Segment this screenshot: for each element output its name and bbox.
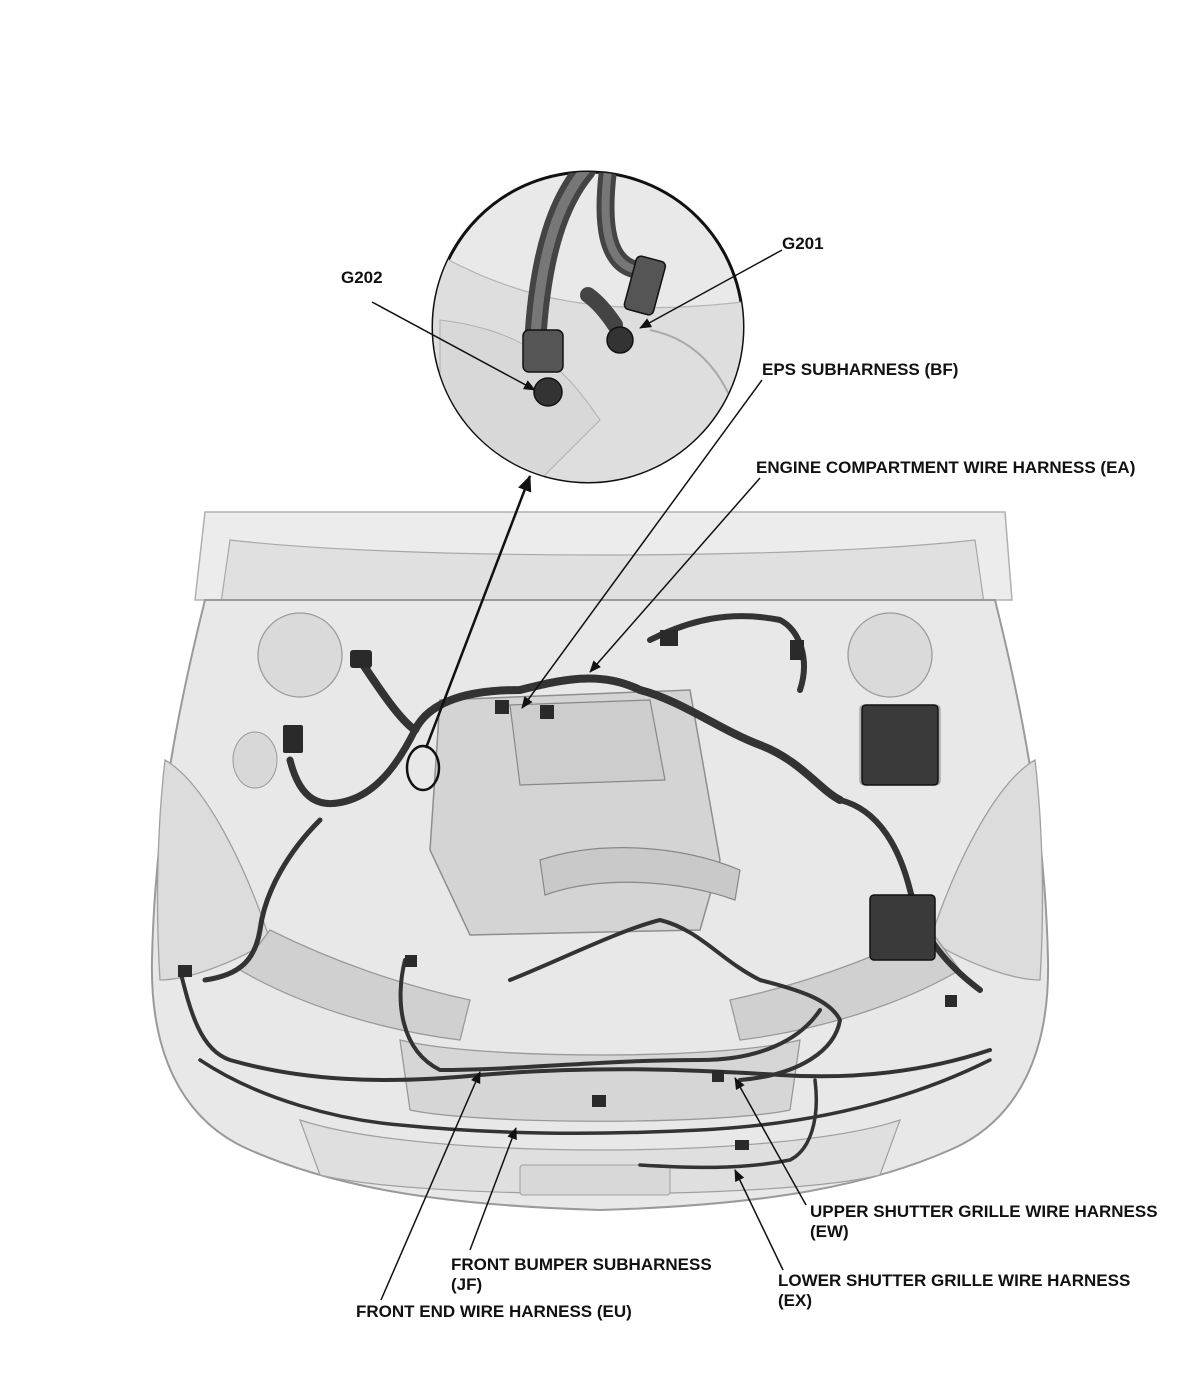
lower-bumper xyxy=(299,1119,901,1195)
intake-duct xyxy=(539,847,741,901)
label-lower-shutter-grille-harness: LOWER SHUTTER GRILLE WIRE HARNESS (EX) xyxy=(778,1271,1130,1311)
harness-ex xyxy=(638,1078,818,1170)
label-engine-compartment-harness: ENGINE COMPARTMENT WIRE HARNESS (EA) xyxy=(756,458,1136,477)
harness-eu-inner xyxy=(398,958,822,1072)
leader-eu xyxy=(380,1071,481,1301)
coolant-reservoir xyxy=(232,731,278,789)
leader-lines xyxy=(371,249,807,1301)
harness-ea-branch-top xyxy=(647,613,807,693)
connector-icon xyxy=(178,630,957,1150)
left-headlight xyxy=(239,929,471,1041)
fuse-box-icon xyxy=(861,704,939,961)
engine-cover xyxy=(509,699,666,786)
label-ew-line2: (EW) xyxy=(810,1222,849,1241)
harness-eu xyxy=(178,968,992,1082)
right-fender xyxy=(929,758,1044,981)
left-strut-tower xyxy=(257,612,343,698)
left-fender xyxy=(156,758,271,981)
label-jf-line2: (JF) xyxy=(451,1275,483,1294)
label-ex-line1: LOWER SHUTTER GRILLE WIRE HARNESS xyxy=(778,1271,1131,1290)
label-ex-line2: (EX) xyxy=(778,1291,812,1310)
leader-ew xyxy=(734,1077,807,1206)
leader-eps xyxy=(521,379,763,709)
leader-ea xyxy=(589,477,761,673)
wire-harnesses xyxy=(178,613,992,1170)
leader-jf xyxy=(469,1127,517,1251)
harness-ew xyxy=(508,918,842,1082)
leader-inset xyxy=(424,475,532,749)
label-eps-subharness: EPS SUBHARNESS (BF) xyxy=(762,360,959,379)
harness-ea-branch-right xyxy=(837,797,983,993)
right-strut-tower xyxy=(847,612,933,698)
label-jf-line1: FRONT BUMPER SUBHARNESS xyxy=(451,1255,712,1274)
leader-g201 xyxy=(639,249,783,329)
label-g202: G202 xyxy=(341,268,383,287)
label-ew-line1: UPPER SHUTTER GRILLE WIRE HARNESS xyxy=(810,1202,1158,1221)
ground-location-marker xyxy=(405,744,441,792)
leader-ex xyxy=(734,1169,784,1271)
ground-bolt-icon xyxy=(522,255,667,407)
harness-ea-branch-left xyxy=(286,726,419,808)
label-front-bumper-subharness: FRONT BUMPER SUBHARNESS (JF) xyxy=(451,1255,712,1295)
label-g201: G201 xyxy=(782,234,824,253)
leader-g202 xyxy=(371,301,536,391)
harness-left-run xyxy=(202,817,323,983)
detail-inset xyxy=(431,170,745,484)
harness-jf xyxy=(198,1058,992,1136)
label-front-end-wire-harness: FRONT END WIRE HARNESS (EU) xyxy=(356,1302,632,1321)
label-upper-shutter-grille-harness: UPPER SHUTTER GRILLE WIRE HARNESS (EW) xyxy=(810,1202,1158,1242)
license-plate-area xyxy=(519,1164,671,1196)
